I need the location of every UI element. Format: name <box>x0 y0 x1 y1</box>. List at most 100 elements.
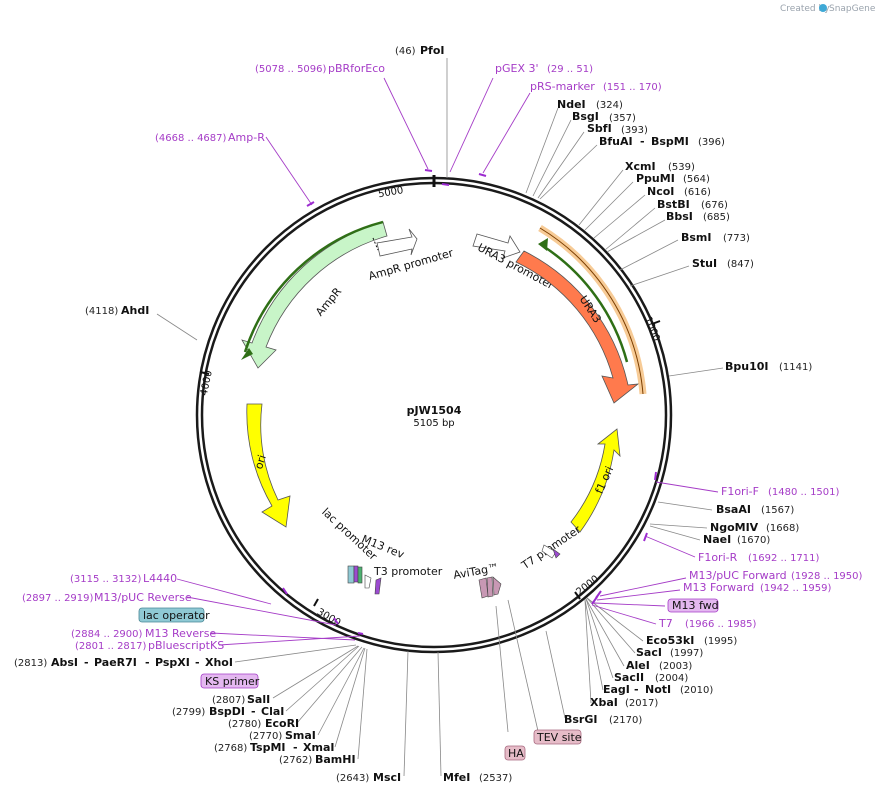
site-msci[interactable]: MscI <box>373 771 401 784</box>
site-xmai[interactable]: XmaI <box>303 741 334 754</box>
site-pos: (676) <box>701 200 728 211</box>
site-bsaai[interactable]: BsaAI <box>716 503 751 516</box>
primer-range: (4668 .. 4687) <box>155 133 227 144</box>
ura3-extent-line <box>539 227 644 395</box>
site-bfuai[interactable]: BfuAI <box>599 135 633 148</box>
f1-ori-feature-arrow[interactable] <box>570 428 621 533</box>
primer-range: (2897 .. 2919) <box>22 593 94 604</box>
site-clai[interactable]: ClaI <box>261 705 284 718</box>
lac-operator-box[interactable] <box>138 607 205 623</box>
site-smai[interactable]: SmaI <box>285 729 316 742</box>
site-bspmi[interactable]: BspMI <box>651 135 689 148</box>
ura3-feature-arrow[interactable] <box>515 250 640 404</box>
site-alei[interactable]: AleI <box>626 659 650 672</box>
primer-t7[interactable]: T7 <box>658 617 673 630</box>
site-mfei[interactable]: MfeI <box>443 771 470 784</box>
created-by-text: Created by <box>780 4 830 14</box>
m13-fwd-box[interactable] <box>667 598 719 613</box>
tick-mark <box>313 598 319 607</box>
m13-fwd-label: M13 fwd <box>672 599 719 612</box>
site-eagi[interactable]: EagI <box>603 683 630 696</box>
plasmid-name: pJW1504 <box>407 404 462 417</box>
primer-pgex3[interactable]: pGEX 3' <box>495 62 539 75</box>
ura3-promoter-arrow[interactable] <box>472 233 521 259</box>
site-bsmi[interactable]: BsmI <box>681 231 712 244</box>
site-pos: (685) <box>703 212 730 223</box>
tick-mark <box>199 371 210 375</box>
primer-prs-marker[interactable]: pRS-marker <box>530 80 595 93</box>
site-eco53ki[interactable]: Eco53kI <box>646 634 694 647</box>
site-bbsi[interactable]: BbsI <box>666 210 693 223</box>
t7-promoter-glyph[interactable] <box>541 544 561 559</box>
primer-m13-forward[interactable]: M13 Forward <box>683 581 754 594</box>
primer-f1ori-r[interactable]: F1ori-R <box>698 551 738 564</box>
site-pos: (357) <box>609 113 636 124</box>
site-saci[interactable]: SacI <box>636 646 662 659</box>
ha-box[interactable] <box>504 745 526 761</box>
primer-range: (1942 .. 1959) <box>760 583 832 594</box>
site-noti[interactable]: NotI <box>645 683 671 696</box>
primer-l4440[interactable]: L4440 <box>143 572 177 585</box>
site-ahdi[interactable]: AhdI <box>121 304 149 317</box>
mcs-feature-cluster[interactable] <box>347 565 382 595</box>
right-leader-lines <box>437 501 713 777</box>
site-sep: - <box>640 135 645 148</box>
site-xcmi[interactable]: XcmI <box>625 160 656 173</box>
site-bpu10i[interactable]: Bpu10I <box>725 360 769 373</box>
site-pos: (616) <box>684 187 711 198</box>
left-primer-marks <box>282 587 364 635</box>
ampr-orf-line <box>243 220 384 353</box>
site-sep: - <box>195 656 200 669</box>
site-pspxi[interactable]: PspXI <box>155 656 190 669</box>
site-pos: (2807) <box>212 695 245 706</box>
right-primer-leaders <box>591 481 719 625</box>
site-naei[interactable]: NaeI <box>703 533 731 546</box>
site-pos: (2170) <box>609 715 642 726</box>
site-stui[interactable]: StuI <box>692 257 717 270</box>
site-sbfi[interactable]: SbfI <box>587 122 612 135</box>
site-pfoi[interactable]: PfoI <box>420 44 445 57</box>
snapgene-logo-icon <box>819 4 827 12</box>
tick-label-3000: 3000 <box>315 607 343 629</box>
site-pos: (1995) <box>704 636 737 647</box>
primer-range: (1480 .. 1501) <box>768 487 840 498</box>
site-ndei[interactable]: NdeI <box>557 98 586 111</box>
site-pos: (2537) <box>479 773 512 784</box>
primer-amp-r[interactable]: Amp-R <box>228 131 265 144</box>
site-bsgi[interactable]: BsgI <box>572 110 599 123</box>
avitag-label: AviTag™ <box>452 561 500 582</box>
primer-m13-reverse[interactable]: M13 Reverse <box>145 627 216 640</box>
avitag-feature-cluster[interactable] <box>478 576 502 599</box>
primer-m13-puc-reverse[interactable]: M13/pUC Reverse <box>94 591 192 604</box>
site-pos: (393) <box>621 125 648 136</box>
site-bamhi[interactable]: BamHI <box>315 753 356 766</box>
site-pos: (1141) <box>779 362 812 373</box>
site-tspmi[interactable]: TspMI <box>250 741 286 754</box>
tev-site-box[interactable] <box>533 729 582 745</box>
site-sali[interactable]: SalI <box>247 693 270 706</box>
primer-m13-puc-forward[interactable]: M13/pUC Forward <box>689 569 787 582</box>
ori-feature-arrow[interactable] <box>246 403 291 528</box>
ks-primer-box[interactable] <box>200 673 259 689</box>
tev-site-label: TEV site <box>536 731 582 744</box>
plasmid-length: 5105 bp <box>413 418 454 429</box>
primer-f1ori-f[interactable]: F1ori-F <box>721 485 759 498</box>
site-ncoi[interactable]: NcoI <box>647 185 674 198</box>
site-absi[interactable]: AbsI <box>51 656 78 669</box>
site-bspdi[interactable]: BspDI <box>209 705 245 718</box>
site-xbai[interactable]: XbaI <box>590 696 618 709</box>
site-pos: (2770) <box>249 731 282 742</box>
site-ecori[interactable]: EcoRI <box>265 717 299 730</box>
site-ngomiv[interactable]: NgoMIV <box>710 521 759 534</box>
ampr-promoter-arrow[interactable] <box>376 228 418 257</box>
site-sacii[interactable]: SacII <box>614 671 644 684</box>
ampr-feature-arrow[interactable] <box>241 221 388 369</box>
site-paer7i[interactable]: PaeR7I <box>94 656 137 669</box>
site-ppumi[interactable]: PpuMI <box>636 172 675 185</box>
site-bstbi[interactable]: BstBI <box>657 198 690 211</box>
site-bsrgi[interactable]: BsrGI <box>564 713 597 726</box>
primer-pbluescriptks[interactable]: pBluescriptKS <box>148 639 224 652</box>
site-xhoi[interactable]: XhoI <box>205 656 233 669</box>
primer-pbrforeco[interactable]: pBRforEco <box>328 62 385 75</box>
primer-range: (1692 .. 1711) <box>748 553 820 564</box>
